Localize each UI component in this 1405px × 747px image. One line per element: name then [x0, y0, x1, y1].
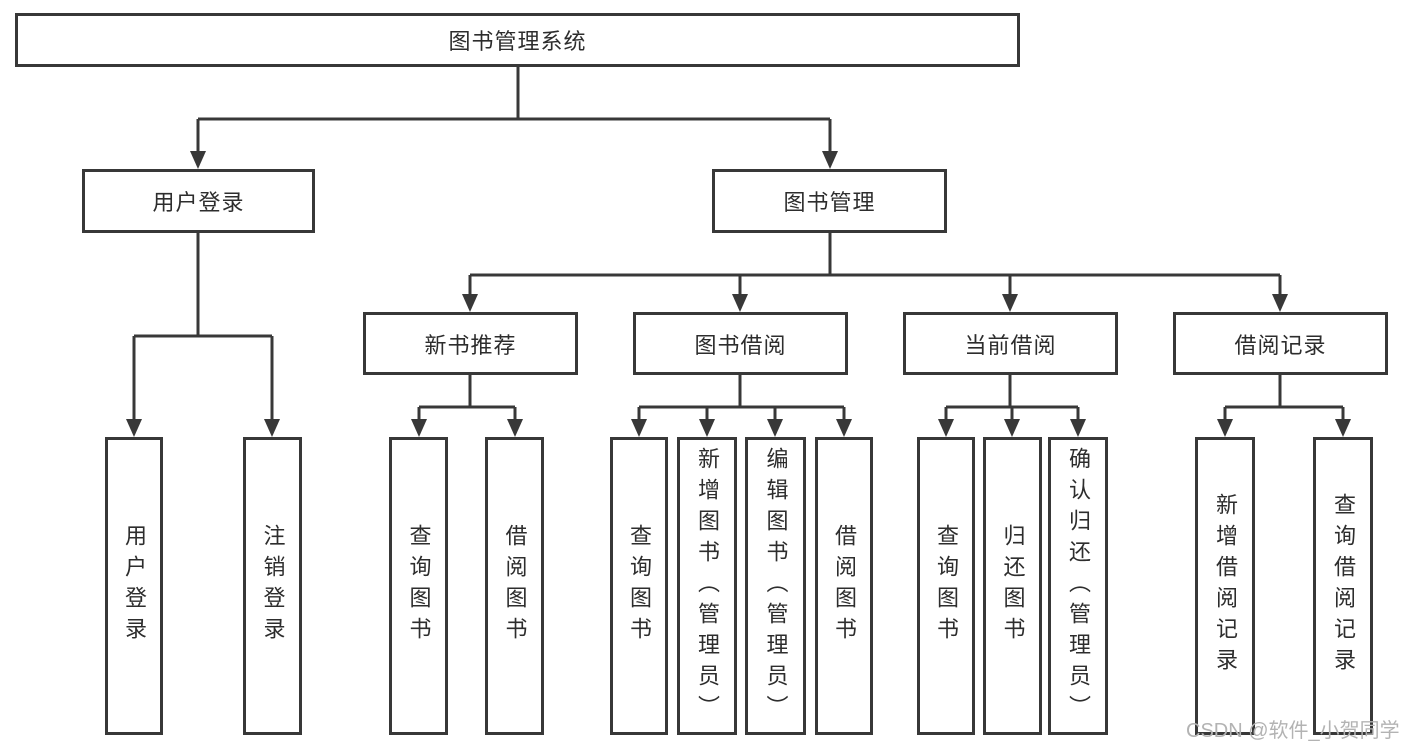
- node-library-system: 图书管理系统: [15, 13, 1020, 67]
- leaf-add-borrow-record: 新增借阅记录: [1195, 437, 1255, 735]
- leaf-borrow-books-borrowing: 借阅图书: [815, 437, 873, 735]
- leaf-confirm-return-admin: 确认归还（管理员）: [1048, 437, 1108, 735]
- leaf-borrow-books-recommend: 借阅图书: [485, 437, 544, 735]
- node-book-borrowing: 图书借阅: [633, 312, 848, 375]
- connector-paths: [132, 67, 1345, 422]
- node-book-management: 图书管理: [712, 169, 947, 233]
- node-borrowing-records: 借阅记录: [1173, 312, 1388, 375]
- arrow-down-icons: [126, 151, 1351, 437]
- watermark-text: CSDN @软件_小贺同学: [1186, 720, 1400, 742]
- leaf-return-book: 归还图书: [983, 437, 1042, 735]
- leaf-edit-book-admin: 编辑图书（管理员）: [745, 437, 806, 735]
- leaf-query-books-borrowing: 查询图书: [610, 437, 668, 735]
- node-current-borrowing: 当前借阅: [903, 312, 1118, 375]
- leaf-query-borrow-record: 查询借阅记录: [1313, 437, 1373, 735]
- leaf-logout: 注销登录: [243, 437, 302, 735]
- node-new-book-recommendation: 新书推荐: [363, 312, 578, 375]
- leaf-query-books-current: 查询图书: [917, 437, 975, 735]
- leaf-add-book-admin: 新增图书（管理员）: [677, 437, 737, 735]
- leaf-user-login: 用户登录: [105, 437, 163, 735]
- leaf-query-books-recommend: 查询图书: [389, 437, 448, 735]
- node-user-login: 用户登录: [82, 169, 315, 233]
